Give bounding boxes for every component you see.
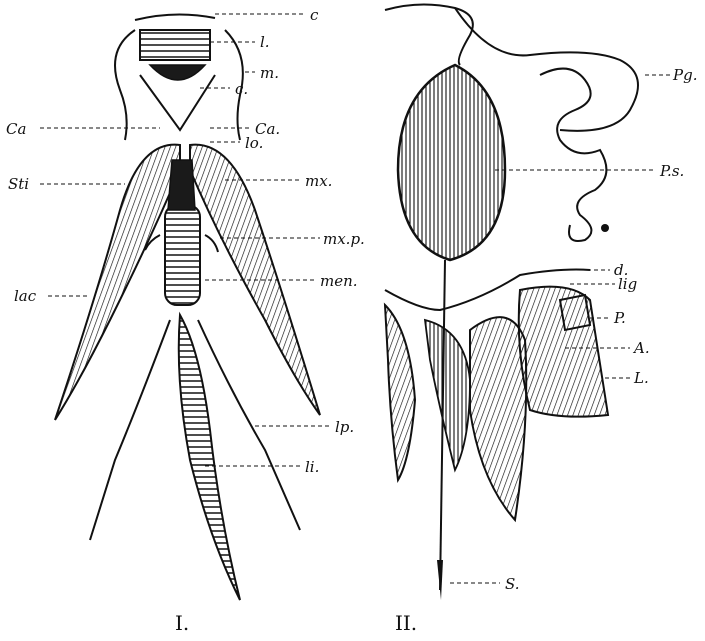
label-c2: c. bbox=[235, 80, 248, 98]
epipharynx bbox=[150, 65, 205, 80]
figure-one bbox=[55, 14, 320, 600]
right-flap bbox=[519, 287, 608, 417]
gland-terminal bbox=[601, 224, 609, 232]
label-lo: lo. bbox=[245, 134, 263, 152]
figure-two-numeral: II. bbox=[395, 611, 417, 635]
ligula bbox=[179, 315, 240, 600]
figure-one-numeral: I. bbox=[175, 611, 189, 635]
label-l2: L. bbox=[633, 369, 649, 387]
label-s: S. bbox=[505, 575, 520, 593]
label-p: P. bbox=[613, 309, 626, 327]
inner-blade-left bbox=[425, 320, 470, 470]
pharyngeal-sac bbox=[398, 65, 505, 260]
label-sti: Sti bbox=[8, 175, 29, 193]
cardo-joint bbox=[140, 75, 215, 130]
label-mxp: mx.p. bbox=[323, 230, 365, 248]
label-c: c bbox=[310, 6, 319, 24]
label-ps: P.s. bbox=[659, 162, 684, 180]
label-m: m. bbox=[260, 64, 279, 82]
coiled-gland bbox=[540, 69, 606, 241]
inner-blade-right bbox=[470, 317, 526, 520]
label-ca-left: Ca bbox=[6, 120, 26, 138]
label-mx: mx. bbox=[305, 172, 332, 190]
label-lig: lig bbox=[618, 275, 637, 293]
figure-one-labels: c l. m. c. Ca Ca. lo. Sti mx. mx.p. men.… bbox=[6, 6, 365, 635]
stylet-tip bbox=[437, 560, 443, 600]
label-li: li. bbox=[305, 458, 319, 476]
mentum bbox=[165, 205, 200, 305]
left-appendage bbox=[385, 305, 415, 480]
left-maxilla bbox=[55, 145, 180, 420]
label-lac: lac bbox=[14, 287, 37, 305]
clypeus-arc bbox=[135, 14, 215, 20]
label-men: men. bbox=[320, 272, 358, 290]
figure-two bbox=[385, 4, 638, 600]
left-labial-palp bbox=[90, 320, 170, 540]
label-lp: lp. bbox=[335, 418, 354, 436]
label-a: A. bbox=[632, 339, 650, 357]
left-mandible bbox=[115, 30, 135, 140]
label-l: l. bbox=[260, 33, 270, 51]
right-maxillary-palp bbox=[205, 235, 218, 252]
label-pg: Pg. bbox=[672, 66, 697, 84]
labrum bbox=[140, 30, 210, 60]
submentum bbox=[168, 160, 195, 210]
